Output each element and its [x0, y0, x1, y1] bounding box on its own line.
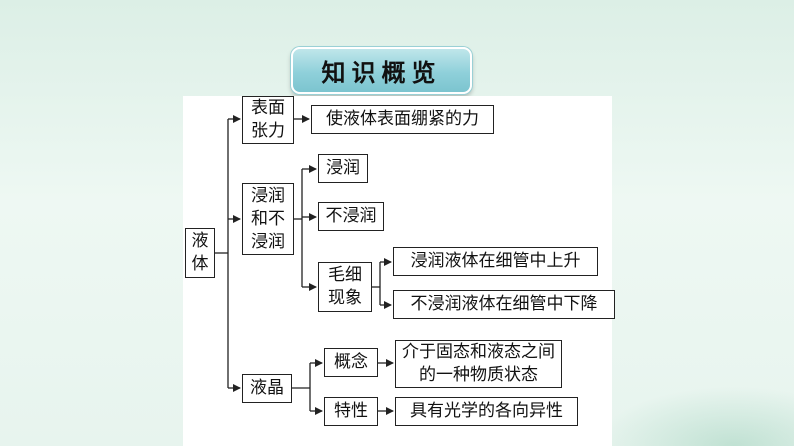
wetting-label: 浸润和不浸润	[251, 185, 285, 252]
concept-label: 概念	[334, 352, 368, 372]
surface-tension-desc: 使液体表面绷紧的力	[326, 109, 479, 129]
liquid-crystal-label: 液晶	[250, 378, 284, 398]
page-title: 知识概览	[291, 47, 472, 94]
wet-leaf-label: 浸润	[326, 158, 360, 178]
capillary-down-node: 不浸润液体在细管中下降	[393, 290, 615, 319]
surface-tension-node: 表面张力	[242, 96, 294, 144]
property-label: 特性	[334, 401, 368, 421]
capillary-down-text: 不浸润液体在细管中下降	[410, 294, 598, 314]
property-desc-node: 具有光学的各向异性	[395, 397, 578, 426]
concept-desc: 介于固态和液态之间的一种物质状态	[402, 342, 555, 385]
capillary-label: 毛细现象	[328, 265, 362, 308]
wetting-node: 浸润和不浸润	[242, 183, 294, 255]
property-desc: 具有光学的各向异性	[410, 401, 563, 421]
liquid-crystal-node: 液晶	[242, 374, 292, 403]
capillary-up-text: 浸润液体在细管中上升	[410, 251, 581, 271]
nonwet-leaf-label: 不浸润	[325, 206, 377, 226]
surface-tension-desc-node: 使液体表面绷紧的力	[311, 105, 494, 134]
concept-node: 概念	[324, 348, 378, 377]
root-label: 液体	[191, 231, 209, 274]
concept-desc-node: 介于固态和液态之间的一种物质状态	[395, 340, 562, 388]
capillary-up-node: 浸润液体在细管中上升	[393, 247, 598, 276]
property-node: 特性	[324, 397, 378, 426]
background-decoration	[594, 386, 794, 446]
capillary-node: 毛细现象	[318, 262, 372, 312]
wet-leaf-node: 浸润	[318, 154, 368, 183]
surface-tension-label: 表面张力	[251, 98, 285, 141]
root-node: 液体	[185, 228, 215, 278]
nonwet-leaf-node: 不浸润	[318, 202, 384, 231]
